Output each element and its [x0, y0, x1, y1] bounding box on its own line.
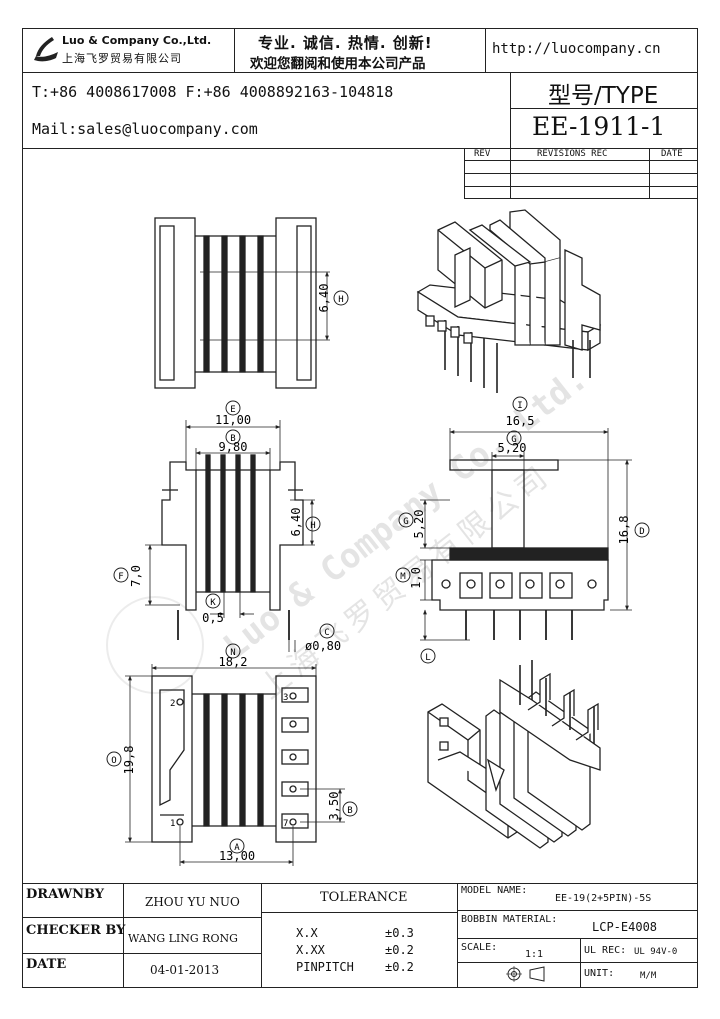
dim-1300: 13,00 [219, 849, 255, 863]
checker-label: CHECKER BY [26, 923, 126, 938]
checker-value: WANG LING RONG [128, 932, 238, 945]
dim-168: 16,8 [617, 516, 631, 545]
top-view [154, 217, 330, 389]
bottom-view [125, 664, 345, 866]
dim-10: 1,0 [409, 567, 423, 589]
bobbin-material-label: BOBBIN MATERIAL: [461, 914, 558, 925]
mark-b-bot: B [347, 806, 352, 816]
mark-c: C [324, 628, 329, 638]
isometric-view-bottom [427, 660, 601, 849]
dim-640-top: 6,40 [317, 284, 331, 313]
phone-fax: T:+86 4008617008 F:+86 4008892163-104818 [32, 83, 394, 101]
luo-logo-icon [34, 37, 58, 62]
tolerance-label: TOLERANCE [320, 890, 408, 905]
tol-key-pinpitch: PINPITCH [296, 960, 354, 974]
rev-header: REV [474, 149, 491, 159]
scale-value: 1:1 [525, 949, 544, 960]
revisions-rec-header: REVISIONS REC [537, 149, 608, 159]
dim-198: 19,8 [122, 746, 136, 775]
welcome-text: 欢迎您翻阅和使用本公司产品 [250, 56, 426, 72]
unit-value: M/M [640, 971, 657, 981]
ul-rec-label: UL REC: [584, 945, 627, 956]
type-label: 型号/TYPE [548, 83, 659, 109]
mark-h-mid: H [310, 521, 315, 531]
mark-n: N [230, 648, 235, 658]
tol-val-xxx: ±0.2 [385, 943, 414, 957]
company-name-cn: 上海飞罗贸易有限公司 [62, 52, 182, 65]
drawnby-label: DRAWNBY [26, 887, 105, 902]
mark-d: D [639, 527, 644, 537]
mark-k: K [210, 598, 216, 608]
balloon-h-top [333, 290, 349, 306]
website-link[interactable]: http://luocompany.cn [492, 41, 661, 57]
mark-e: E [230, 405, 235, 415]
date-label: DATE [26, 957, 67, 972]
front-view [145, 420, 315, 652]
mark-g-side: G [403, 517, 408, 527]
mark-m: M [400, 572, 406, 582]
mail-address[interactable]: Mail:sales@luocompany.com [32, 120, 258, 138]
date-header: DATE [661, 149, 683, 159]
side-view [420, 428, 632, 641]
dim-640-mid: 6,40 [289, 508, 303, 537]
pin-2-label: 2 [170, 699, 175, 709]
dim-165: 16,5 [506, 414, 535, 428]
mark-g: G [511, 435, 516, 445]
drawnby-value: ZHOU YU NUO [145, 895, 240, 909]
drawing-frame [22, 28, 698, 988]
dim-05: 0,5 [202, 611, 224, 625]
bobbin-material-value: LCP-E4008 [592, 920, 658, 934]
mark-a: A [234, 843, 240, 853]
pin-7-label: 7 [283, 819, 288, 829]
date-value: 04-01-2013 [150, 963, 220, 977]
ul-rec-value: UL 94V-0 [634, 947, 678, 957]
unit-label: UNIT: [584, 968, 615, 979]
company-name-en: Luo & Company Co.,Ltd. [62, 34, 212, 47]
mark-h-top: H [338, 295, 343, 305]
dim-520-side: 5,20 [412, 510, 426, 539]
dim-1100: 11,00 [215, 413, 251, 427]
dim-520-top: 5,20 [498, 441, 527, 455]
slogan: 专业. 诚信. 热情. 创新! [258, 34, 433, 52]
pin-1-label: 1 [170, 819, 175, 829]
dim-350: 3,50 [327, 792, 341, 821]
projection-symbol-icon [506, 966, 545, 982]
model-name-label: MODEL NAME: [461, 885, 528, 896]
mark-l: L [425, 653, 430, 663]
dim-080: ø0,80 [305, 639, 341, 653]
tol-val-xx: ±0.3 [385, 926, 414, 940]
dim-980: 9,80 [219, 440, 248, 454]
dim-182: 18,2 [219, 655, 248, 669]
mark-f: F [118, 572, 123, 582]
dim-70: 7,0 [129, 565, 143, 587]
scale-label: SCALE: [461, 942, 498, 953]
mark-i: I [517, 401, 522, 411]
pin-3-label: 3 [283, 693, 288, 703]
isometric-view-top [416, 209, 602, 393]
tol-val-pinpitch: ±0.2 [385, 960, 414, 974]
model-name-value: EE-19(2+5PIN)-5S [555, 893, 652, 904]
model-number: EE-1911-1 [532, 112, 666, 141]
mark-b: B [230, 434, 235, 444]
mark-o: O [111, 756, 116, 766]
tol-key-xxx: X.XX [296, 943, 325, 957]
tol-key-xx: X.X [296, 926, 318, 940]
